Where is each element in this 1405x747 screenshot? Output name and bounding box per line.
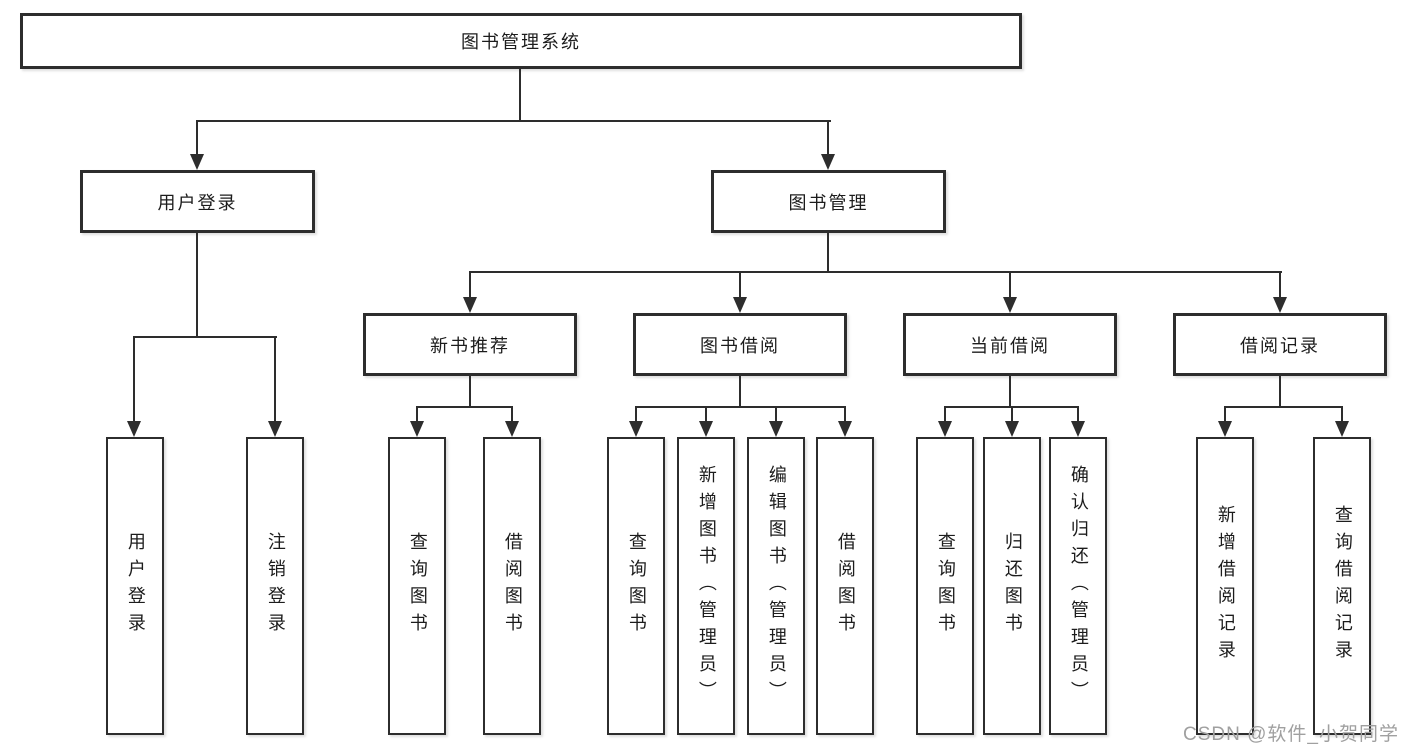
connector-newbook-bar	[416, 406, 513, 408]
leaf-confirm-return-admin: 确认归还（管理员）	[1049, 437, 1107, 735]
connector-drop-book-management	[827, 120, 829, 156]
connector-drop-edit-book	[775, 406, 777, 422]
leaf-query-books-1-label: 查询图书	[407, 532, 428, 640]
connector-drop-add-book	[705, 406, 707, 422]
connector-root-stem	[519, 68, 521, 122]
leaf-add-borrow-record: 新增借阅记录	[1196, 437, 1254, 735]
arrowhead-logout-leaf	[268, 421, 282, 437]
connector-drop-query-books-1	[416, 406, 418, 422]
connector-drop-current-borrow	[1009, 271, 1011, 298]
connector-root-bar	[196, 120, 831, 122]
arrowhead-confirm-return	[1071, 421, 1085, 437]
leaf-user-login: 用户登录	[106, 437, 164, 735]
csdn-watermark: CSDN @软件_小贺同学	[1183, 724, 1399, 745]
node-user-login: 用户登录	[80, 170, 315, 233]
node-library-management-system: 图书管理系统	[20, 13, 1022, 69]
connector-drop-query-record	[1341, 406, 1343, 422]
node-book-borrow: 图书借阅	[633, 313, 847, 376]
leaf-query-books-2: 查询图书	[607, 437, 665, 735]
arrowhead-user-login	[190, 154, 204, 170]
arrowhead-book-management	[821, 154, 835, 170]
leaf-add-book-admin-label: 新增图书（管理员）	[696, 464, 717, 708]
connector-current-stem	[1009, 376, 1011, 407]
leaf-borrow-books-1: 借阅图书	[483, 437, 541, 735]
arrowhead-query-books-3	[938, 421, 952, 437]
leaf-add-book-admin: 新增图书（管理员）	[677, 437, 735, 735]
connector-drop-user-login	[196, 120, 198, 156]
leaf-query-books-3-label: 查询图书	[935, 532, 956, 640]
node-new-book-recommend: 新书推荐	[363, 313, 577, 376]
connector-borrow-bar	[635, 406, 846, 408]
connector-drop-confirm-return	[1077, 406, 1079, 422]
leaf-query-borrow-record: 查询借阅记录	[1313, 437, 1371, 735]
arrowhead-query-record	[1335, 421, 1349, 437]
leaf-query-books-2-label: 查询图书	[626, 532, 647, 640]
leaf-borrow-books-2-label: 借阅图书	[835, 532, 856, 640]
connector-drop-return-book	[1011, 406, 1013, 422]
leaf-return-book: 归还图书	[983, 437, 1041, 735]
connector-drop-new-book	[469, 271, 471, 298]
connector-newbook-stem	[469, 376, 471, 407]
connector-drop-borrow-books-1	[511, 406, 513, 422]
connector-drop-query-books-2	[635, 406, 637, 422]
connector-drop-borrow-books-2	[844, 406, 846, 422]
arrowhead-login-leaf	[127, 421, 141, 437]
leaf-logout-label: 注销登录	[265, 532, 286, 640]
leaf-edit-book-admin-label: 编辑图书（管理员）	[766, 464, 787, 708]
arrowhead-add-book	[699, 421, 713, 437]
connector-drop-login-leaf	[133, 336, 135, 422]
node-book-management: 图书管理	[711, 170, 946, 233]
arrowhead-query-books-2	[629, 421, 643, 437]
connector-records-bar	[1224, 406, 1343, 408]
arrowhead-edit-book	[769, 421, 783, 437]
leaf-confirm-return-admin-label: 确认归还（管理员）	[1068, 464, 1089, 708]
connector-drop-query-books-3	[944, 406, 946, 422]
arrowhead-current-borrow	[1003, 297, 1017, 313]
arrowhead-borrow-books-2	[838, 421, 852, 437]
arrowhead-borrow-records	[1273, 297, 1287, 313]
leaf-logout: 注销登录	[246, 437, 304, 735]
connector-drop-logout-leaf	[274, 336, 276, 422]
connector-bookmgmt-stem	[827, 233, 829, 273]
connector-login-stem	[196, 233, 198, 338]
leaf-return-book-label: 归还图书	[1002, 532, 1023, 640]
leaf-borrow-books-1-label: 借阅图书	[502, 532, 523, 640]
arrowhead-new-book	[463, 297, 477, 313]
leaf-query-borrow-record-label: 查询借阅记录	[1332, 505, 1353, 667]
arrowhead-borrow-books-1	[505, 421, 519, 437]
arrowhead-book-borrow	[733, 297, 747, 313]
connector-bookmgmt-bar	[469, 271, 1282, 273]
leaf-borrow-books-2: 借阅图书	[816, 437, 874, 735]
connector-records-stem	[1279, 376, 1281, 407]
connector-borrow-stem	[739, 376, 741, 407]
leaf-user-login-label: 用户登录	[125, 532, 146, 640]
leaf-query-books-1: 查询图书	[388, 437, 446, 735]
arrowhead-add-record	[1218, 421, 1232, 437]
connector-drop-add-record	[1224, 406, 1226, 422]
leaf-edit-book-admin: 编辑图书（管理员）	[747, 437, 805, 735]
node-borrow-records: 借阅记录	[1173, 313, 1387, 376]
connector-drop-borrow-records	[1279, 271, 1281, 298]
leaf-query-books-3: 查询图书	[916, 437, 974, 735]
connector-login-bar	[133, 336, 277, 338]
connector-drop-book-borrow	[739, 271, 741, 298]
arrowhead-return-book	[1005, 421, 1019, 437]
leaf-add-borrow-record-label: 新增借阅记录	[1215, 505, 1236, 667]
arrowhead-query-books-1	[410, 421, 424, 437]
node-current-borrow: 当前借阅	[903, 313, 1117, 376]
